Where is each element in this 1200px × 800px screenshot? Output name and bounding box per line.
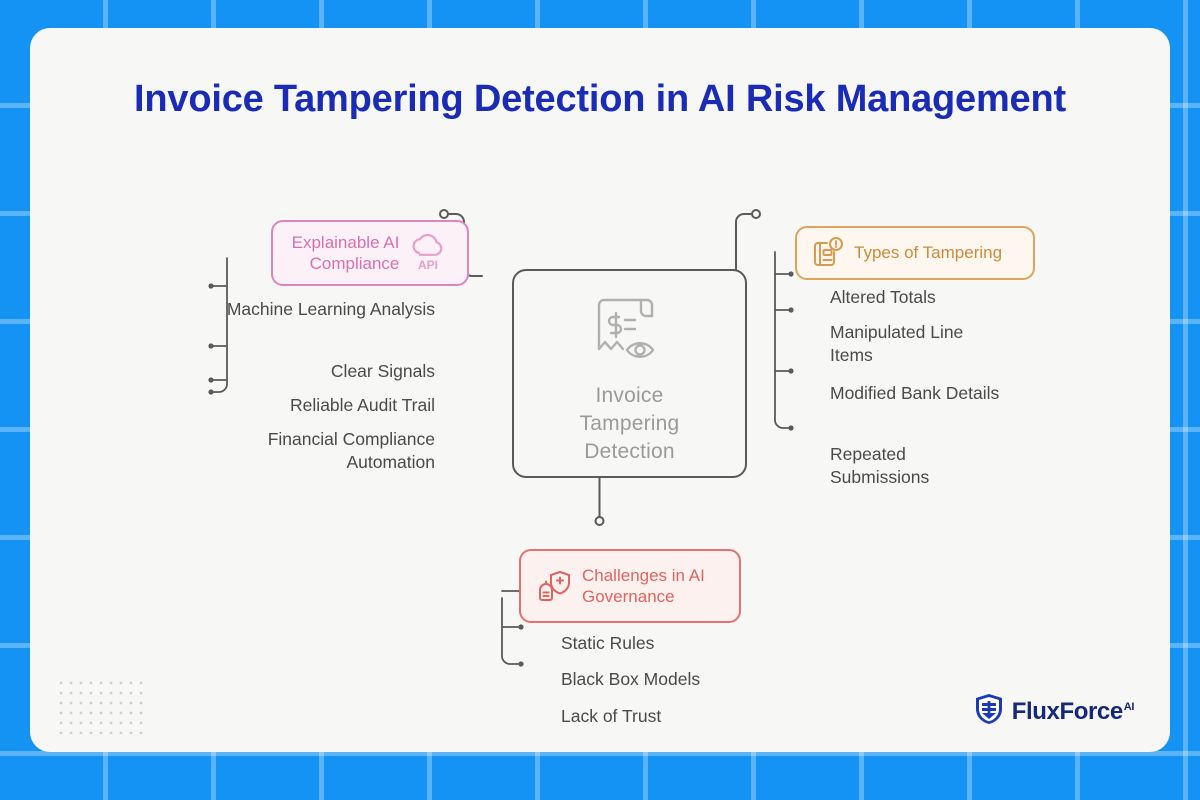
- branch-title-line2: Compliance: [309, 254, 400, 273]
- branch-title-line1: Types of Tampering: [854, 243, 1003, 263]
- branch-title-line1: Challenges in AI: [582, 565, 705, 585]
- content-card: Invoice Tampering Detection in AI Risk M…: [30, 28, 1170, 752]
- leaf-item[interactable]: Black Box Models: [561, 669, 701, 689]
- logo-superscript: AI: [1123, 700, 1135, 713]
- brand-logo: FluxForceAI: [974, 693, 1134, 730]
- svg-text:API: API: [418, 258, 438, 272]
- center-node-invoice-tampering-detection[interactable]: Invoice Tampering Detection: [512, 269, 747, 478]
- page-title: Invoice Tampering Detection in AI Risk M…: [134, 78, 1066, 120]
- branch-node-challenges-in-ai-governance[interactable]: Challenges in AI Governance: [519, 549, 741, 623]
- leaf-item[interactable]: Reliable Audit Trail: [290, 395, 435, 415]
- document-alert-icon: [811, 236, 845, 270]
- leaf-item[interactable]: Manipulated Line Items: [830, 322, 964, 366]
- invoice-eye-icon: [591, 293, 669, 374]
- leaf-item[interactable]: Machine Learning Analysis: [226, 299, 435, 319]
- leaf-item[interactable]: Clear Signals: [330, 361, 435, 381]
- connector-port-left: [439, 209, 449, 219]
- leaf-item[interactable]: Static Rules: [561, 633, 655, 653]
- center-node-label: Invoice Tampering Detection: [579, 384, 680, 463]
- branch-title-line2: Governance: [582, 587, 675, 606]
- shield-logo-icon: [974, 693, 1004, 730]
- logo-wordmark: FluxForceAI: [1011, 697, 1135, 725]
- leaf-item[interactable]: Modified Bank Details: [830, 383, 1000, 403]
- leaf-item[interactable]: Altered Totals: [830, 287, 936, 307]
- connector-port-bottom: [594, 516, 605, 526]
- leaf-item[interactable]: Financial Compliance Automation: [267, 429, 435, 473]
- branch-node-types-of-tampering[interactable]: Types of Tampering: [795, 226, 1035, 280]
- leaf-item[interactable]: Lack of Trust: [561, 706, 662, 726]
- leaf-item[interactable]: Repeated Submissions: [830, 444, 930, 488]
- dot-grid-decoration: [56, 678, 146, 734]
- branch-node-explainable-ai-compliance[interactable]: Explainable AI Compliance API: [271, 220, 469, 286]
- cloud-api-icon: API: [408, 232, 448, 274]
- robot-shield-icon: [535, 568, 573, 604]
- connector-port-right: [751, 209, 761, 219]
- branch-title-line1: Explainable AI: [291, 232, 400, 252]
